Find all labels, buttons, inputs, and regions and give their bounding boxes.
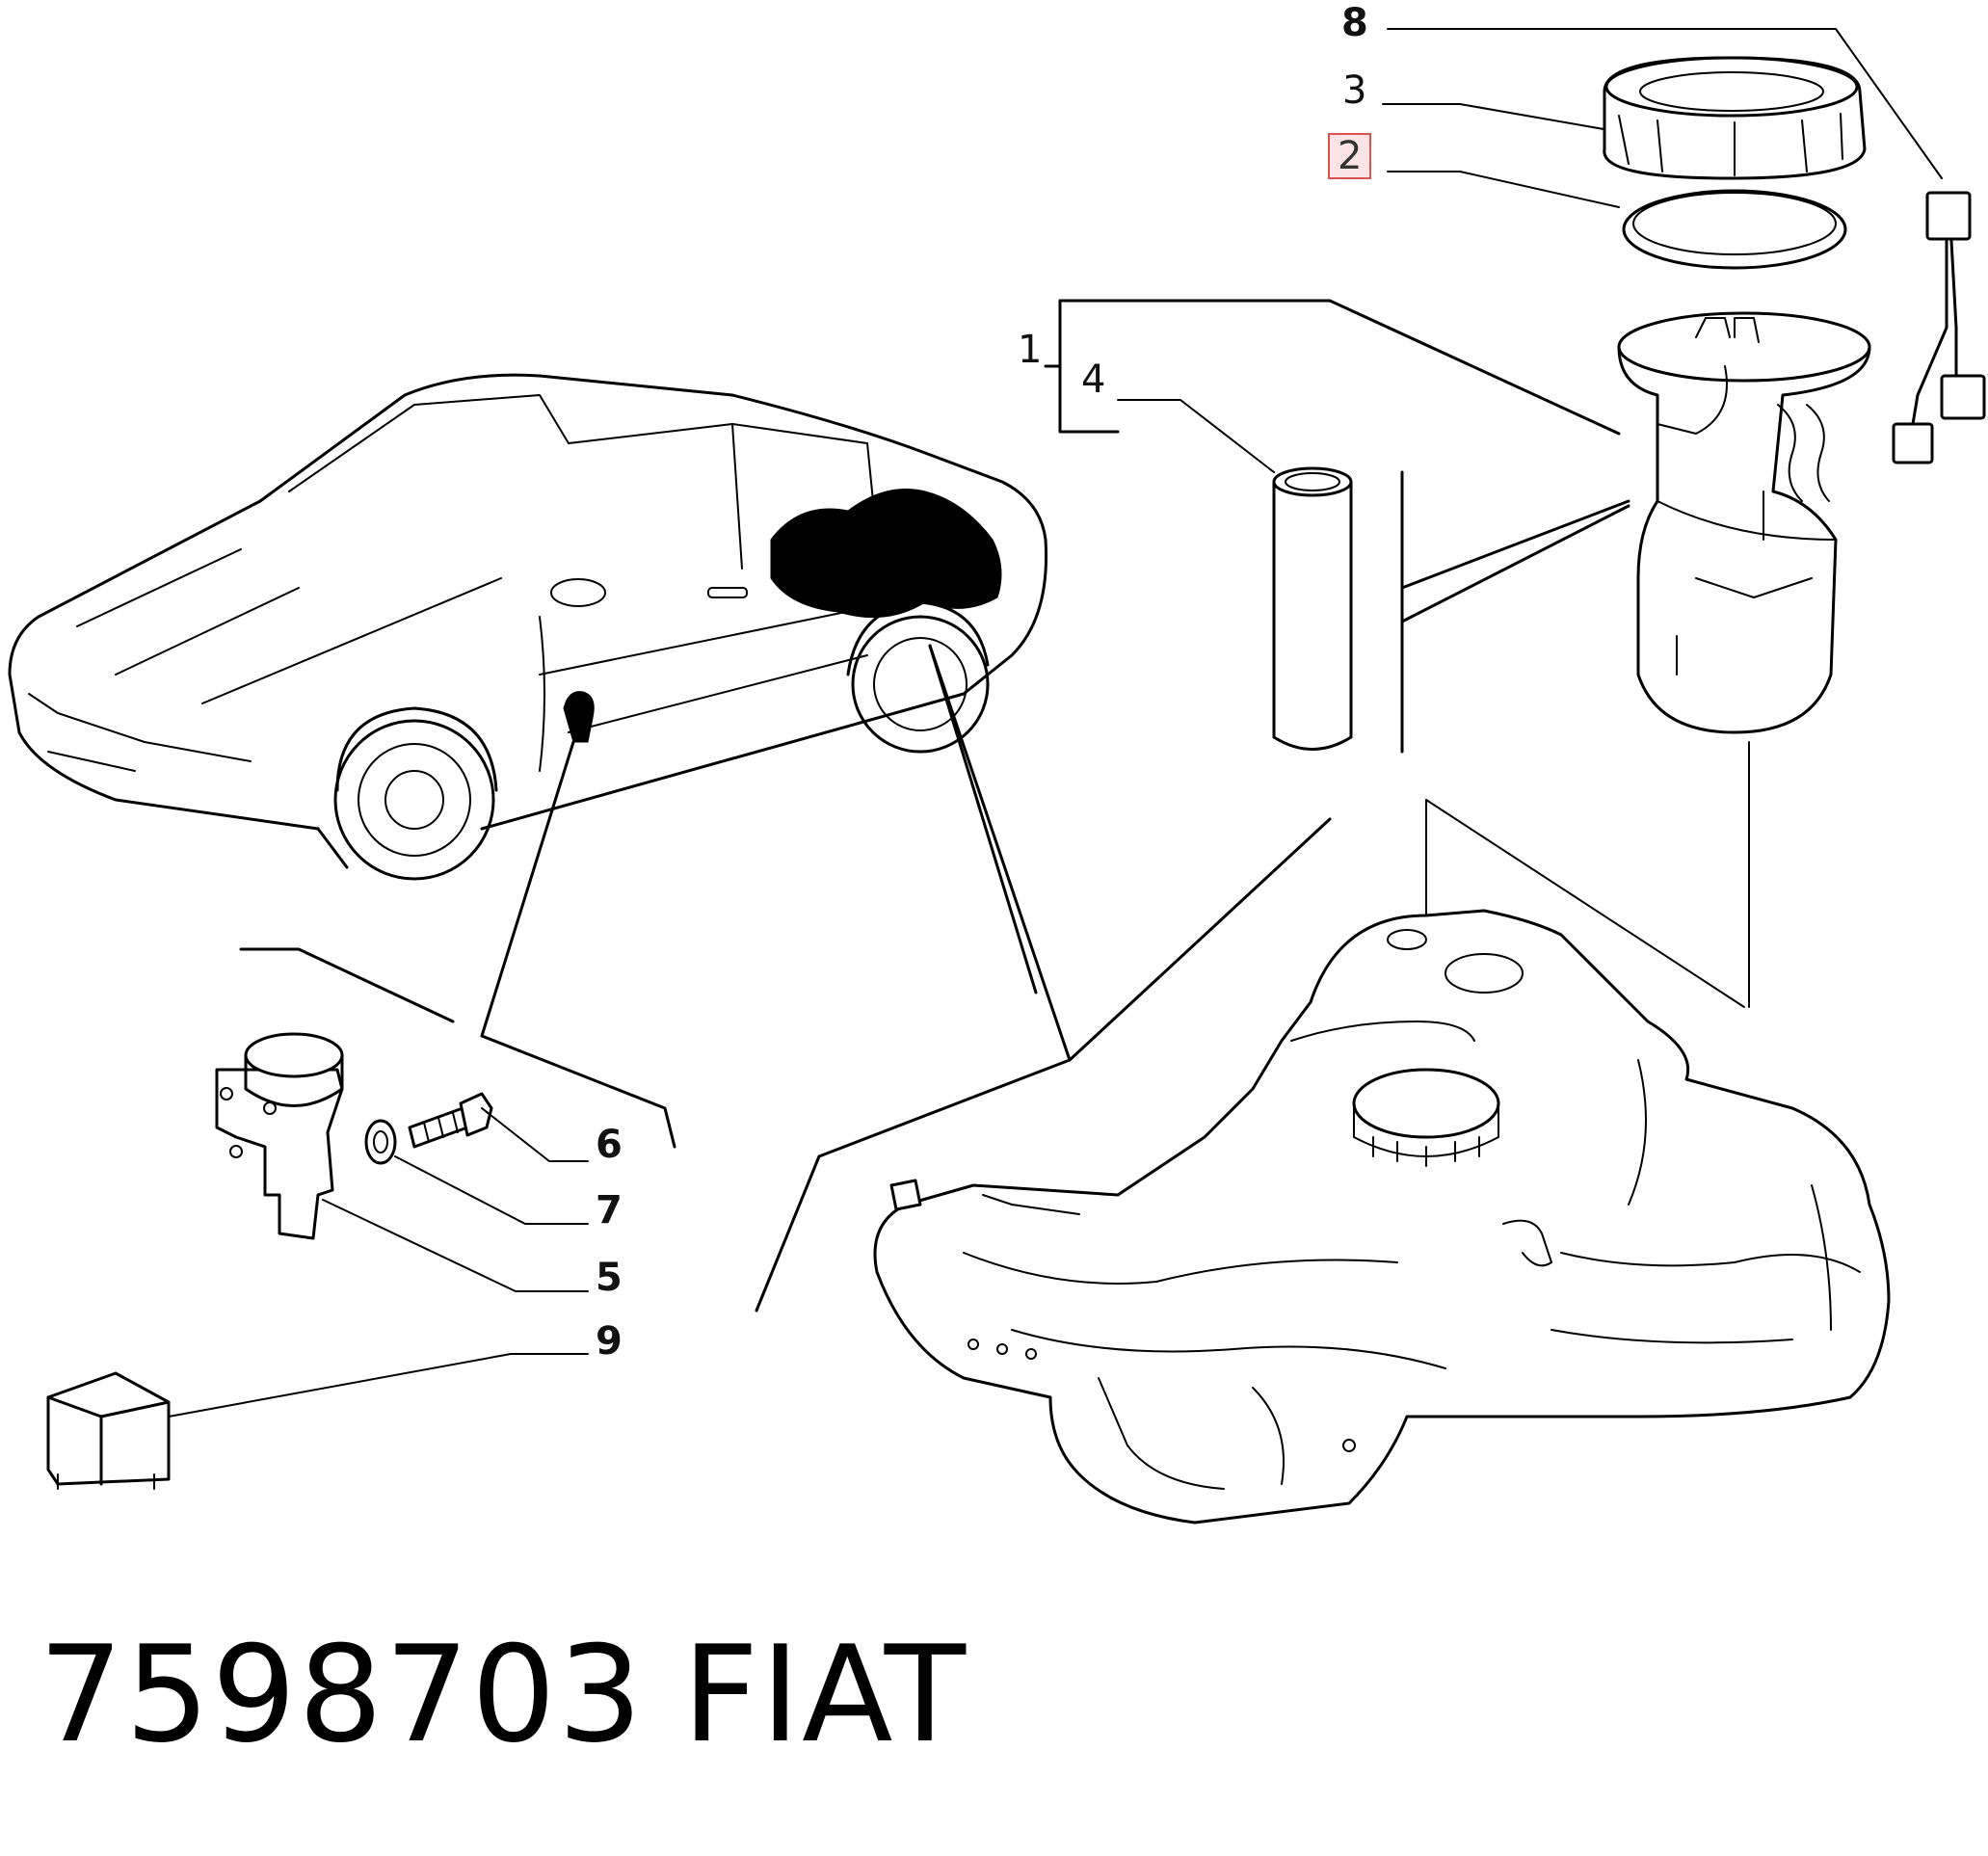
o-ring: [1622, 189, 1847, 270]
wiring-harness: [1892, 191, 1986, 464]
callout-4: 4: [1081, 358, 1106, 402]
screw: [408, 1092, 493, 1149]
callout-6: 6: [596, 1123, 623, 1167]
car-leader-lines: [239, 644, 1332, 1312]
callout-5: 5: [596, 1256, 623, 1300]
fuel-tank: [873, 909, 1891, 1525]
filter-tube: [1272, 466, 1353, 751]
brand-name: FIAT: [682, 1617, 968, 1772]
callout-8: 8: [1341, 1, 1368, 45]
callout-3: 3: [1342, 68, 1367, 113]
relay: [46, 1371, 171, 1490]
part-number: 7598703: [39, 1617, 645, 1772]
inertia-switch: [215, 1032, 344, 1240]
left-callout-leaders: [168, 1107, 589, 1418]
callout-9: 9: [596, 1319, 623, 1364]
washer: [364, 1119, 397, 1165]
fuel-pump-assembly: [1617, 311, 1871, 734]
lock-ring: [1603, 56, 1867, 180]
callout-7: 7: [596, 1188, 623, 1233]
callout-1: 1: [1018, 328, 1043, 372]
car-illustration: [8, 373, 1048, 881]
top-callout-leaders: [1044, 28, 1943, 473]
callout-2-highlighted[interactable]: 2: [1328, 133, 1372, 179]
